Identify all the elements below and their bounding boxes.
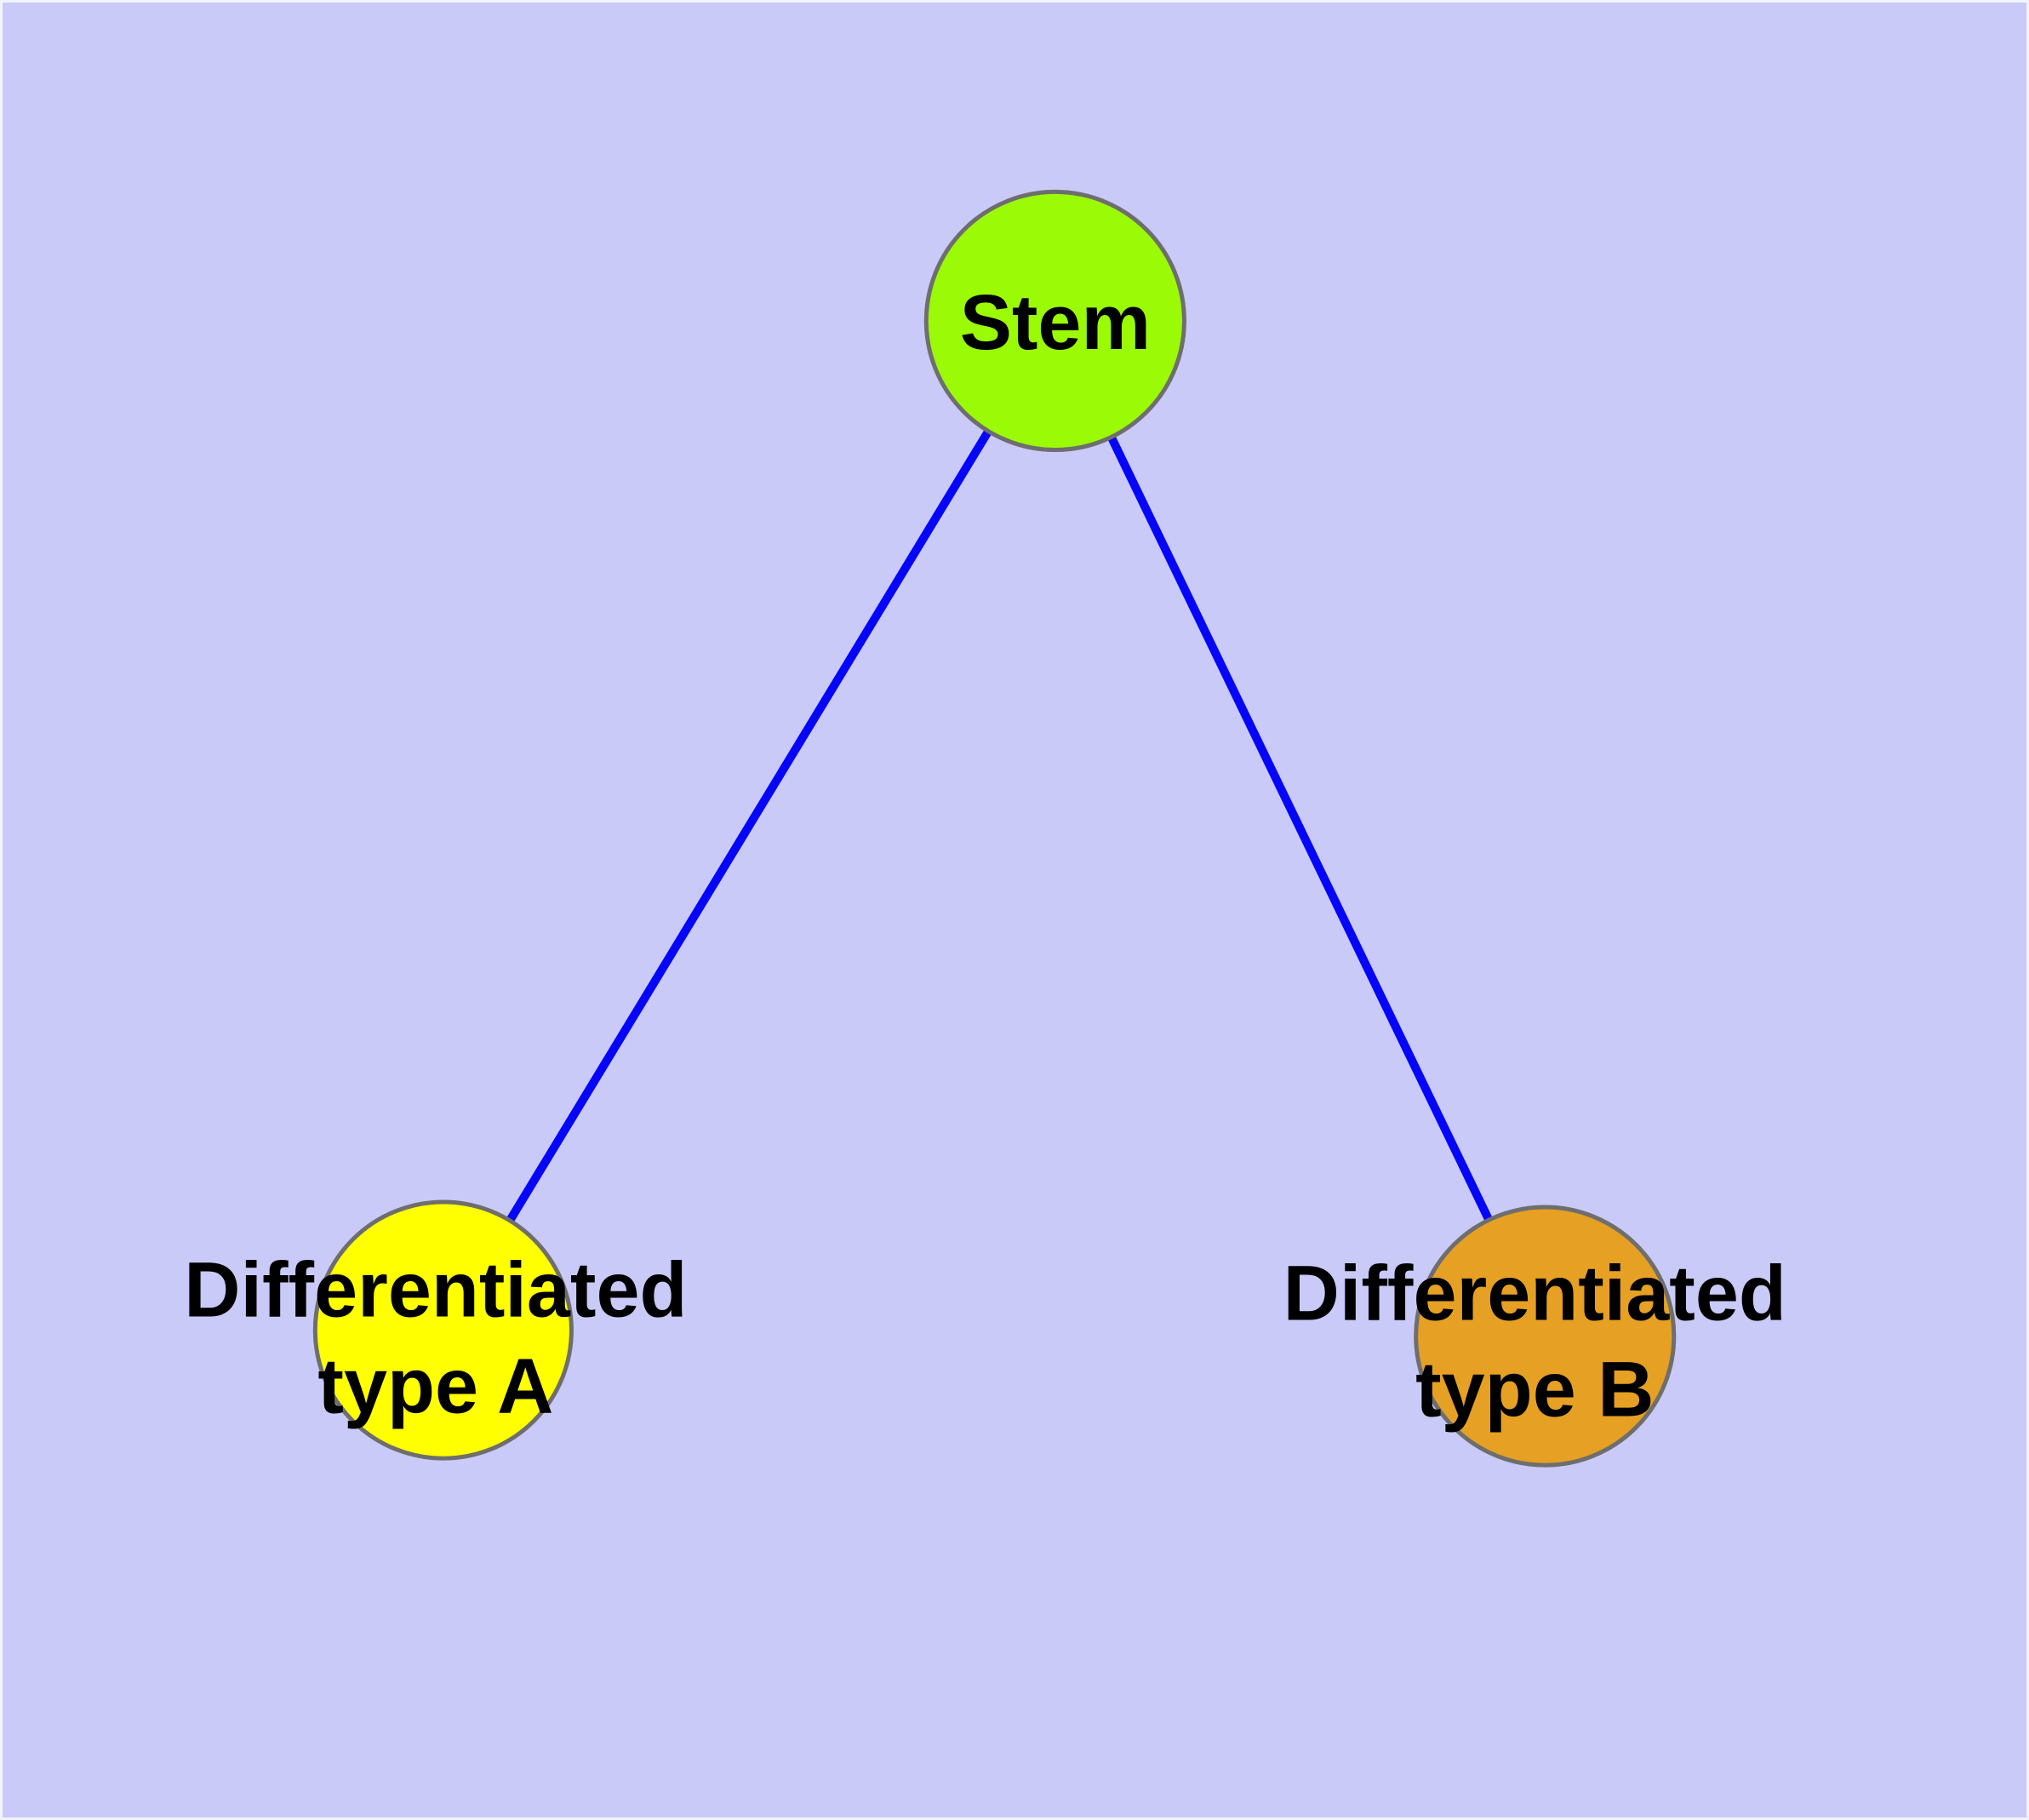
edge-stem-to-type-a: [439, 318, 1060, 1333]
node-label-type-a-line-1: Differentiated: [184, 1247, 687, 1334]
node-label-type-a-line-2: type A: [317, 1342, 553, 1429]
node-differentiated-type-a: [312, 1199, 574, 1461]
edge-stem-to-type-b: [1051, 318, 1549, 1338]
node-differentiated-type-b: [1414, 1205, 1677, 1468]
graph-figure: Stem Differentiated type A Differentiate…: [184, 189, 1786, 1468]
node-stem: [923, 189, 1186, 453]
node-label-stem: Stem: [960, 279, 1151, 366]
node-label-type-b-line-1: Differentiated: [1283, 1251, 1786, 1337]
node-label-type-b-line-2: type B: [1415, 1346, 1654, 1433]
